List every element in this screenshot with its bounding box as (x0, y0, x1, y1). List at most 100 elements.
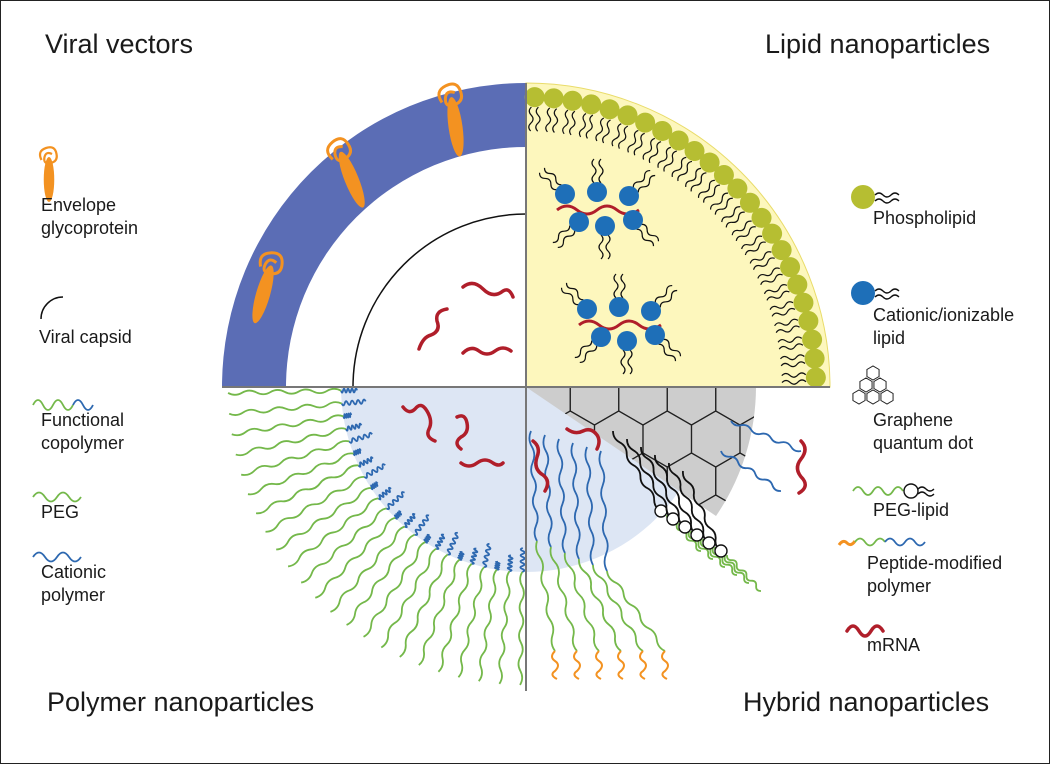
mrna-icon (795, 439, 807, 495)
peg-lipid-head-icon (903, 483, 919, 499)
cationic-lipid-tail (641, 223, 660, 242)
phospholipid-head (713, 165, 734, 186)
phospholipid (709, 178, 748, 215)
phospholipid-tail (766, 290, 790, 301)
phospholipid-tail (618, 125, 629, 149)
phospholipid (749, 240, 792, 270)
phospholipid-tail (562, 109, 569, 135)
phospholipid-tail (763, 284, 788, 295)
lipid-core (525, 82, 831, 388)
cationic-lipid-head (609, 297, 629, 317)
phospholipid-tail (769, 301, 794, 310)
legend-viral-capsid: Viral capsid (39, 327, 132, 347)
mrna-icon (565, 427, 601, 451)
peg-icon (32, 491, 82, 503)
phospholipid-tail (721, 206, 741, 223)
phospholipid (774, 311, 819, 333)
phospholipid-tail (545, 107, 552, 133)
mrna-icon (461, 346, 513, 356)
legend-mrna: mRNA (867, 635, 920, 655)
viral-vector-quadrant (222, 82, 527, 388)
cationic-lipid (591, 158, 604, 184)
phospholipid-tail (744, 241, 766, 256)
cationic-lipid-tail (557, 230, 576, 249)
phospholipid (595, 99, 620, 144)
phospholipid-tail (778, 343, 804, 350)
cationic-lipid-tail (613, 273, 619, 299)
phospholipid-tail (569, 110, 576, 136)
phospholipid-head (787, 274, 808, 295)
phospholipid-head (617, 105, 638, 126)
cationic-lipid-tail (620, 349, 626, 375)
phospholipid (697, 165, 734, 203)
phospholipid-head (668, 130, 689, 151)
title-polymer-nanoparticles: Polymer nanoparticles (47, 687, 315, 717)
phospholipid-head (727, 178, 748, 199)
phospholipid (721, 192, 760, 228)
phospholipid-tail (585, 114, 594, 139)
legend-phospholipid: Phospholipid (873, 208, 977, 228)
title-lipid-nanoparticles: Lipid nanoparticles (765, 29, 991, 59)
phospholipid-tail (697, 179, 715, 198)
cationic-lipid-tail-icon (874, 288, 900, 294)
phospholipid (741, 223, 783, 256)
phospholipid-tail (752, 257, 775, 270)
phospholipid-tail (709, 192, 729, 210)
phospholipid-head (581, 94, 602, 115)
phospholipid-head (802, 329, 823, 350)
phospholipid-tail (657, 146, 672, 168)
phospholipid (763, 274, 808, 301)
phospholipid-head (699, 152, 720, 173)
phospholipid-tail (760, 273, 783, 286)
cationic-lipid-head (569, 212, 589, 232)
polymer-core (341, 387, 526, 572)
polymer-nanoparticle-quadrant (227, 387, 526, 686)
cationic-lipid (620, 349, 633, 375)
peptide-icon (837, 539, 857, 547)
phospholipid-tail (663, 150, 677, 172)
cationic-lipid (560, 282, 584, 306)
phospholipid (524, 87, 545, 132)
phospholipid-tail (528, 106, 534, 132)
phospholipid-head (798, 311, 819, 332)
cationic-lipid-tail (636, 228, 655, 247)
viral-capsid-arc (352, 213, 527, 388)
glycoprotein-stalk (338, 151, 365, 208)
cationic-lipid-head (591, 327, 611, 347)
cationic-lipid-tail (663, 338, 682, 357)
phospholipid-head (805, 367, 826, 388)
viral-mrna-strands (417, 281, 515, 356)
cationic-lipid-head (577, 299, 597, 319)
phospholipid-tail (781, 379, 807, 385)
phospholipid-head (524, 87, 545, 108)
phospholipid (611, 105, 638, 149)
cationic-lipid-tail (579, 345, 598, 364)
glycoprotein-icon (437, 82, 464, 157)
phospholipid-tail-icon (874, 192, 900, 198)
cationic-lipid-head (617, 331, 637, 351)
glycoprotein-head (326, 137, 352, 163)
cationic-lipid-tail (632, 169, 651, 188)
cationic-lipid (658, 338, 682, 362)
cationic-lipid-head (619, 186, 639, 206)
phospholipid (685, 152, 720, 192)
phospholipid-head (771, 240, 792, 261)
peptide-polymer-cationic-icon (884, 537, 926, 547)
lipid-nanoparticle-quadrant (524, 82, 831, 388)
phospholipid-tail-icon (874, 198, 900, 204)
cationic-lipid (538, 167, 562, 191)
glycoprotein-icon (252, 251, 284, 324)
legend-peg-lipid: PEG-lipid (873, 500, 950, 520)
functional-copolymer-icon (72, 399, 94, 411)
glycoprotein-stalk (447, 97, 464, 157)
legend-icons (32, 146, 935, 638)
cationic-lipid-tail (659, 289, 678, 308)
cationic-polymer-icon (32, 551, 82, 563)
cationic-lipid-tail (574, 340, 593, 359)
cationic-lipid-tail (538, 172, 557, 191)
legend-peg: PEG (41, 502, 80, 522)
